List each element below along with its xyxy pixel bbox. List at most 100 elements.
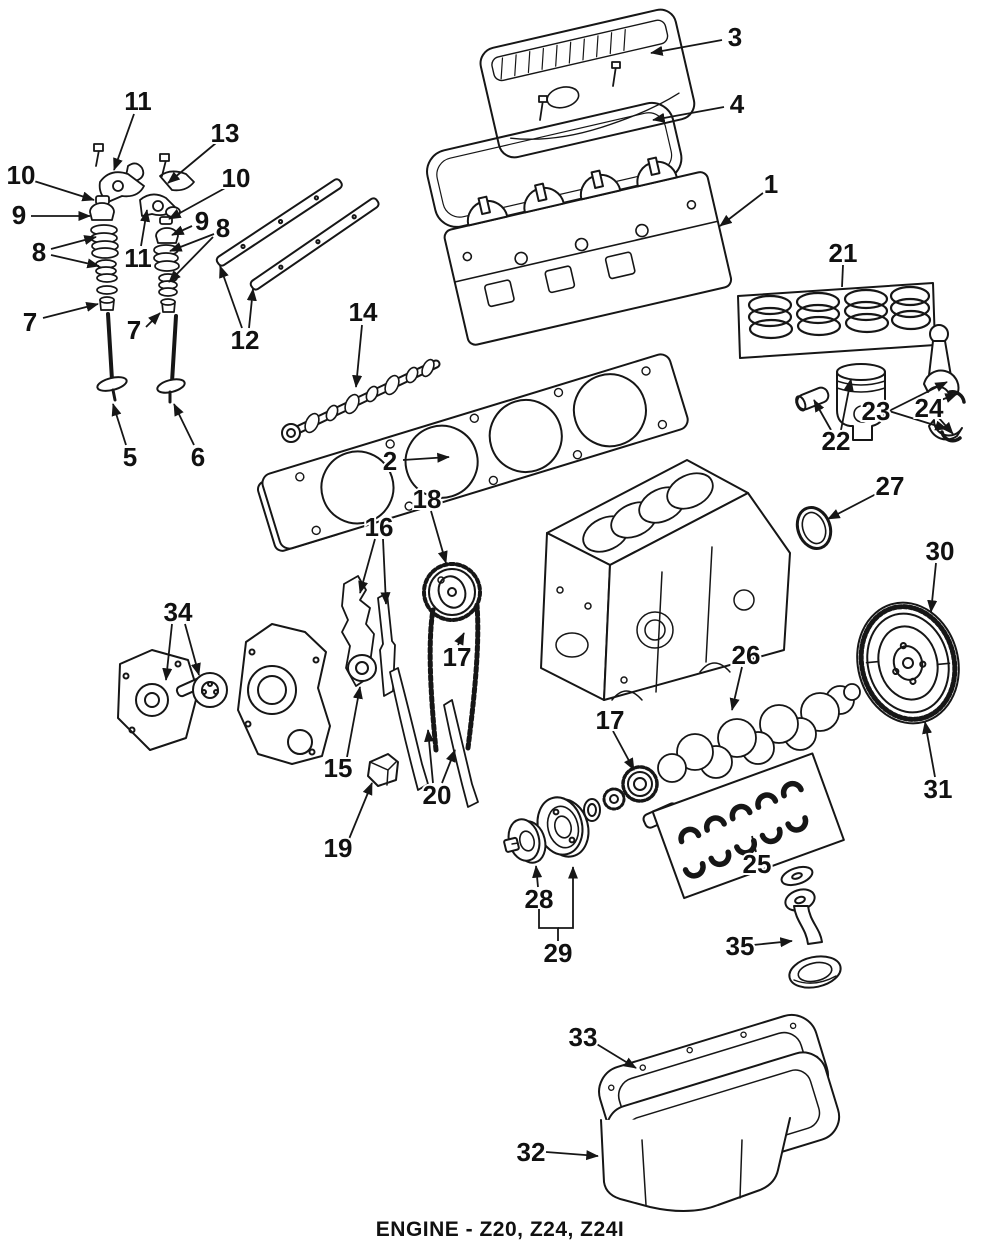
- callout-label-12: 12: [231, 325, 260, 355]
- callout-leader-17: [612, 730, 635, 771]
- callout-leader-8: [168, 236, 214, 283]
- callout-label-26: 26: [732, 640, 761, 670]
- cylinder-head-icon: [438, 147, 733, 346]
- chain-tensioner-icon: [348, 655, 376, 681]
- chain-guide-icon: [390, 668, 478, 807]
- callout-leader-3: [650, 39, 723, 56]
- engine-block-icon: [541, 460, 790, 700]
- callout-label-4: 4: [730, 89, 745, 119]
- callout-label-18: 18: [413, 484, 442, 514]
- callout-label-1: 1: [764, 169, 778, 199]
- callout-leader-23: [888, 410, 948, 431]
- callout-leader-28: [532, 865, 543, 888]
- callout-label-5: 5: [123, 442, 137, 472]
- callout-leader-11: [140, 209, 151, 247]
- callout-leader-7: [42, 302, 99, 319]
- callout-label-31: 31: [924, 774, 953, 804]
- callout-label-9: 9: [12, 200, 26, 230]
- callout-leader-15: [346, 686, 363, 758]
- callout-label-34: 34: [164, 597, 193, 627]
- callout-label-11: 11: [124, 86, 152, 116]
- callout-leader-19: [348, 782, 373, 840]
- callout-label-13: 13: [211, 118, 240, 148]
- callout-leader-26: [729, 666, 743, 711]
- flywheel-icon: [844, 591, 972, 735]
- callout-label-22: 22: [822, 426, 851, 456]
- callout-leader-16: [380, 538, 391, 605]
- callout-label-21: 21: [829, 238, 858, 268]
- callout-leader-17: [454, 632, 465, 646]
- tensioner-cushion-icon: [368, 754, 398, 786]
- callout-leader-1: [719, 192, 764, 227]
- callout-leader-34: [184, 623, 201, 676]
- callout-label-15: 15: [324, 753, 353, 783]
- oil-pump-icon: [118, 650, 227, 750]
- callout-label-3: 3: [728, 22, 742, 52]
- callout-label-16: 16: [365, 512, 394, 542]
- oil-pickup-icon: [779, 863, 843, 992]
- callout-leader-18: [430, 510, 448, 564]
- callout-leader-20: [424, 729, 435, 784]
- callout-leader-32: [545, 1150, 599, 1161]
- callout-leader-12: [219, 265, 243, 329]
- callout-leader-23: [888, 381, 948, 412]
- callout-leader-31: [922, 721, 936, 778]
- callout-leader-29: [538, 909, 559, 941]
- callout-label-7: 7: [127, 315, 141, 345]
- callout-leader-20: [441, 749, 456, 784]
- callout-leader-34: [162, 623, 173, 681]
- callout-leader-24: [937, 416, 954, 435]
- callout-leader-33: [594, 1042, 637, 1069]
- callout-label-19: 19: [324, 833, 353, 863]
- callout-label-14: 14: [349, 297, 378, 327]
- callout-label-2: 2: [383, 446, 397, 476]
- callout-label-27: 27: [876, 471, 905, 501]
- callout-label-6: 6: [191, 442, 205, 472]
- callout-label-17: 17: [443, 642, 472, 672]
- callout-label-8: 8: [32, 237, 46, 267]
- callout-label-10: 10: [7, 160, 36, 190]
- callout-leader-13: [167, 142, 217, 184]
- callout-label-32: 32: [517, 1137, 546, 1167]
- callout-label-9: 9: [195, 206, 209, 236]
- cam-sprocket-chain-icon: [424, 564, 480, 750]
- callout-leader-8: [169, 233, 215, 252]
- callout-label-17: 17: [596, 705, 625, 735]
- crank-sprocket-icon: [584, 767, 657, 821]
- callout-leader-14: [352, 324, 363, 388]
- callout-label-10: 10: [222, 163, 251, 193]
- oil-pan-icon: [601, 1047, 845, 1212]
- callout-leader-5: [111, 403, 127, 446]
- callout-label-29: 29: [544, 938, 573, 968]
- callout-leader-6: [173, 403, 195, 446]
- timing-cover-icon: [238, 624, 330, 764]
- callout-label-35: 35: [726, 931, 755, 961]
- callout-leader-4: [652, 106, 725, 123]
- callout-label-24: 24: [915, 393, 944, 423]
- callout-leader-21: [841, 264, 844, 288]
- callout-leader-8: [50, 254, 100, 269]
- crank-pulley-icon: [504, 793, 595, 866]
- callout-leader-22: [813, 399, 832, 431]
- callout-label-7: 7: [23, 307, 37, 337]
- rocker-shaft-icon: [215, 178, 380, 291]
- head-gasket-icon: [254, 352, 690, 553]
- piston-ring-set-icon: [738, 283, 935, 358]
- callout-label-23: 23: [862, 396, 891, 426]
- valvetrain-left-icon: [90, 144, 144, 400]
- callout-label-30: 30: [926, 536, 955, 566]
- rear-main-seal-icon: [792, 503, 836, 553]
- callout-leader-12: [246, 288, 257, 329]
- intake-valve-icon: [96, 314, 128, 400]
- callout-leader-10: [33, 180, 95, 202]
- callout-leader-8: [50, 235, 97, 250]
- callout-label-33: 33: [569, 1022, 598, 1052]
- diagram-caption: ENGINE - Z20, Z24, Z24I: [375, 1218, 625, 1241]
- callout-label-11: 11: [124, 243, 152, 273]
- valve-cover-stud-icon: [539, 62, 620, 120]
- callout-label-8: 8: [216, 213, 230, 243]
- callout-label-20: 20: [423, 780, 452, 810]
